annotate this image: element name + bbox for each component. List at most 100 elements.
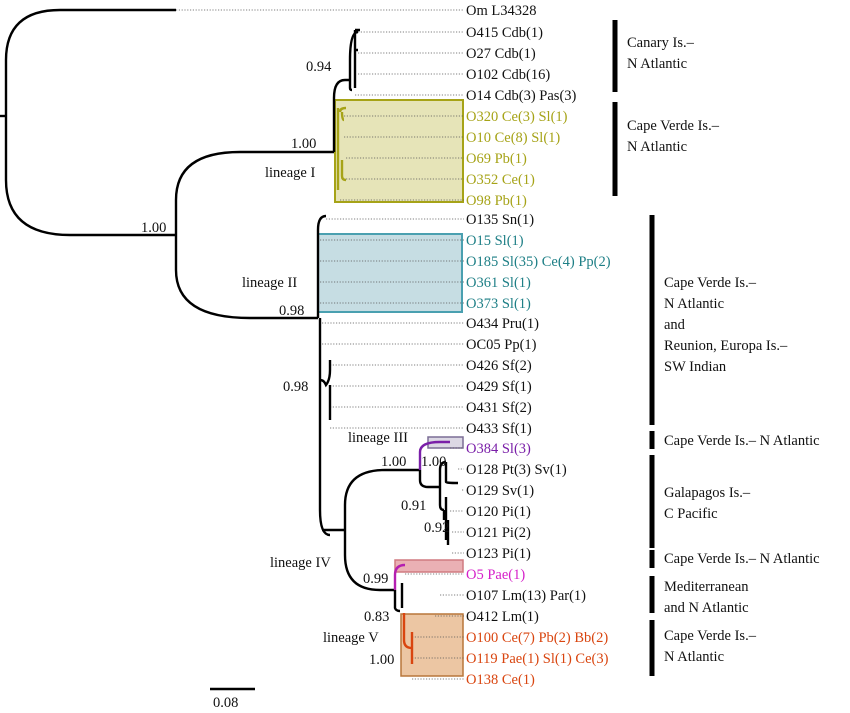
- region-label: N Atlantic: [627, 56, 687, 72]
- branch-lineage-IV-upper: [343, 468, 420, 530]
- support-value: 1.00: [141, 220, 166, 236]
- branch-root-ingroup: [4, 116, 176, 237]
- support-value: 0.83: [364, 609, 389, 625]
- tip-label: O384 Sl(3): [466, 441, 531, 457]
- region-group: Mediterranean and N Atlantic: [649, 576, 749, 616]
- tip-label: O129 Sv(1): [466, 483, 534, 499]
- tip-label: O5 Pae(1): [466, 567, 525, 583]
- branch-galapagos-inner: [438, 460, 459, 545]
- support-value: 1.00: [291, 136, 316, 152]
- tip-label: O100 Ce(7) Pb(2) Bb(2): [466, 630, 608, 646]
- tip-label: O429 Sf(1): [466, 379, 532, 395]
- region-label: Cape Verde Is.– N Atlantic: [664, 551, 820, 567]
- tip-label: O27 Cdb(1): [466, 46, 536, 62]
- region-group: Canary Is.– N Atlantic: [612, 20, 695, 92]
- region-group: Galapagos Is.– C Pacific: [649, 455, 751, 548]
- lineage-label: lineage II: [242, 275, 297, 291]
- tree-branches: [0, 8, 459, 691]
- branch-lineage-IV-lower: [343, 530, 395, 592]
- tip-label: O320 Ce(3) Sl(1): [466, 109, 568, 125]
- region-group: Cape Verde Is.– N Atlantic: [649, 620, 757, 676]
- tip-label: O107 Lm(13) Par(1): [466, 588, 586, 604]
- support-value: 0.94: [306, 59, 332, 75]
- lineage-V-box: [400, 613, 464, 677]
- tip-label: O128 Pt(3) Sv(1): [466, 462, 567, 478]
- support-value: 1.00: [381, 454, 406, 470]
- scale-bar-label: 0.08: [213, 695, 238, 711]
- branch-sf-clade: [319, 360, 332, 420]
- support-value: 0.92: [424, 520, 449, 536]
- region-label: C Pacific: [664, 506, 718, 522]
- branch-lineage-V: [402, 613, 414, 664]
- support-value: 1.00: [369, 652, 394, 668]
- tip-label: O138 Ce(1): [466, 672, 535, 688]
- lineage-label: lineage V: [323, 630, 379, 646]
- lineage-I-box: [334, 99, 464, 203]
- tip-label: O431 Sf(2): [466, 400, 532, 416]
- tip-label: O120 Pi(1): [466, 504, 531, 520]
- tip-label: O434 Pru(1): [466, 316, 539, 332]
- branch-lower-spine: [318, 318, 331, 537]
- branch-canary: [332, 78, 350, 152]
- tip-label: O69 Pb(1): [466, 151, 527, 167]
- tip-label: OC05 Pp(1): [466, 337, 537, 353]
- tip-label: O352 Ce(1): [466, 172, 535, 188]
- region-label: Cape Verde Is.– N Atlantic: [664, 433, 820, 449]
- region-label: SW Indian: [664, 359, 727, 375]
- tip-label: O98 Pb(1): [466, 193, 527, 209]
- region-label: N Atlantic: [664, 296, 724, 312]
- tip-label: O119 Pae(1) Sl(1) Ce(3): [466, 651, 609, 667]
- region-label: and N Atlantic: [664, 600, 749, 616]
- lineage-label: lineage I: [265, 165, 315, 181]
- tip-label: Om L34328: [466, 3, 536, 19]
- tip-leader-lines: [176, 9, 464, 680]
- branch-lineage-I-stem: [174, 150, 334, 235]
- region-group: Cape Verde Is.– N Atlantic: [649, 550, 820, 568]
- branch-lower-clade: [174, 235, 318, 320]
- tip-label: O10 Ce(8) Sl(1): [466, 130, 560, 146]
- branch-canary-sub: [353, 28, 360, 88]
- region-group: Cape Verde Is.– N Atlantic: [649, 431, 820, 449]
- branch-lineage-II-spine: [316, 214, 327, 318]
- branch-canary-inner: [348, 30, 359, 92]
- support-value: 0.91: [401, 498, 426, 514]
- region-label: Mediterranean: [664, 579, 749, 595]
- branch-galapagos: [418, 470, 440, 489]
- tip-label: O185 Sl(35) Ce(4) Pp(2): [466, 254, 611, 270]
- branch-lm-clade: [393, 583, 404, 613]
- region-label: N Atlantic: [664, 649, 724, 665]
- region-label: and: [664, 317, 686, 333]
- tip-label: O121 Pi(2): [466, 525, 531, 541]
- support-value: 0.98: [283, 379, 308, 395]
- tip-label: O135 Sn(1): [466, 212, 534, 228]
- support-value: 0.99: [363, 571, 388, 587]
- tip-label: O15 Sl(1): [466, 233, 524, 249]
- lineage-II-box: [317, 233, 463, 313]
- tip-label: O373 Sl(1): [466, 296, 531, 312]
- tip-label: O433 Sf(1): [466, 421, 532, 437]
- region-label: Galapagos Is.–: [664, 485, 751, 501]
- region-label: Cape Verde Is.–: [664, 628, 757, 644]
- support-value: 0.98: [279, 303, 304, 319]
- tip-label: O102 Cdb(16): [466, 67, 550, 83]
- tip-label: O426 Sf(2): [466, 358, 532, 374]
- tip-label: O123 Pi(1): [466, 546, 531, 562]
- branch-lineage-IV-pink: [393, 563, 406, 590]
- branch-root-outgroup: [4, 8, 176, 116]
- support-values: 0.94 1.00 1.00 0.98 0.98 1.00 1.00 0.91 0.92 0.99…: [141, 59, 449, 668]
- tip-label: O415 Cdb(1): [466, 25, 543, 41]
- region-label: N Atlantic: [627, 139, 687, 155]
- region-label: Canary Is.–: [627, 35, 695, 51]
- lineage-IV-box: [394, 559, 464, 573]
- branch-lineage-I-clade: [336, 106, 347, 190]
- region-label: Cape Verde Is.–: [664, 275, 757, 291]
- tip-label: O14 Cdb(3) Pas(3): [466, 88, 577, 104]
- branch-lineage-III: [418, 440, 450, 470]
- lineage-label: lineage IV: [270, 555, 331, 571]
- region-label: Reunion, Europa Is.–: [664, 338, 788, 354]
